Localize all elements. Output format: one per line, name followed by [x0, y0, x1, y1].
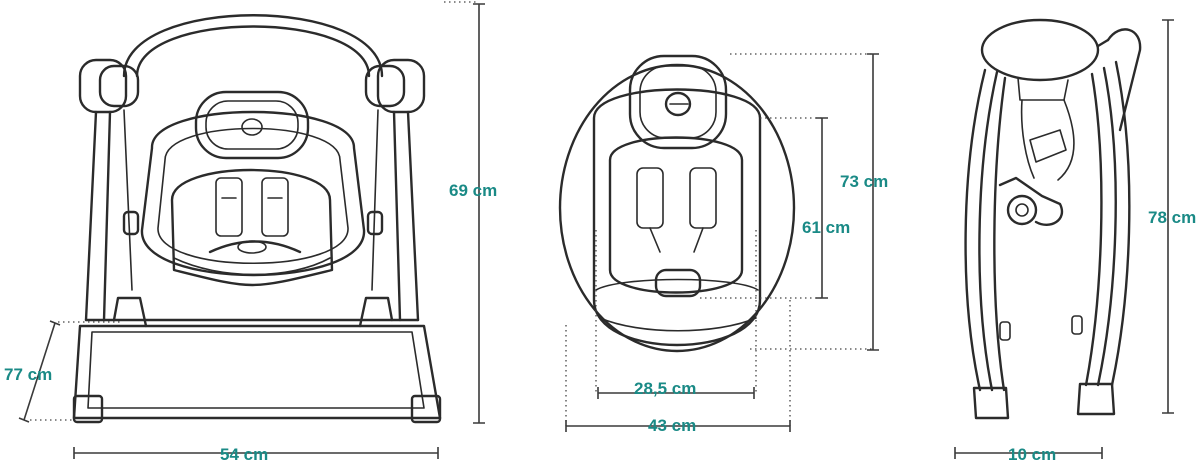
seat-inner-height-label: 61 cm — [802, 218, 851, 237]
folded-height-label: 78 cm — [1148, 208, 1197, 227]
seat-outer-height-label: 73 cm — [840, 172, 889, 191]
front-dimension-lines — [18, 3, 485, 459]
top-view-seat — [558, 53, 872, 426]
front-width-label: 54 cm — [220, 445, 269, 464]
front-height-label: 69 cm — [449, 181, 498, 200]
folded-depth-label: 10 cm — [1008, 445, 1057, 464]
folded-dimension-lines — [954, 19, 1174, 459]
seat-inner-width-label: 28,5 cm — [634, 379, 697, 398]
seat-outer-width-label: 43 cm — [648, 416, 697, 435]
side-view-folded — [964, 18, 1142, 420]
front-view-swing — [30, 1, 478, 424]
seat-dimension-lines — [565, 53, 879, 432]
front-depth-label: 77 cm — [4, 365, 53, 384]
